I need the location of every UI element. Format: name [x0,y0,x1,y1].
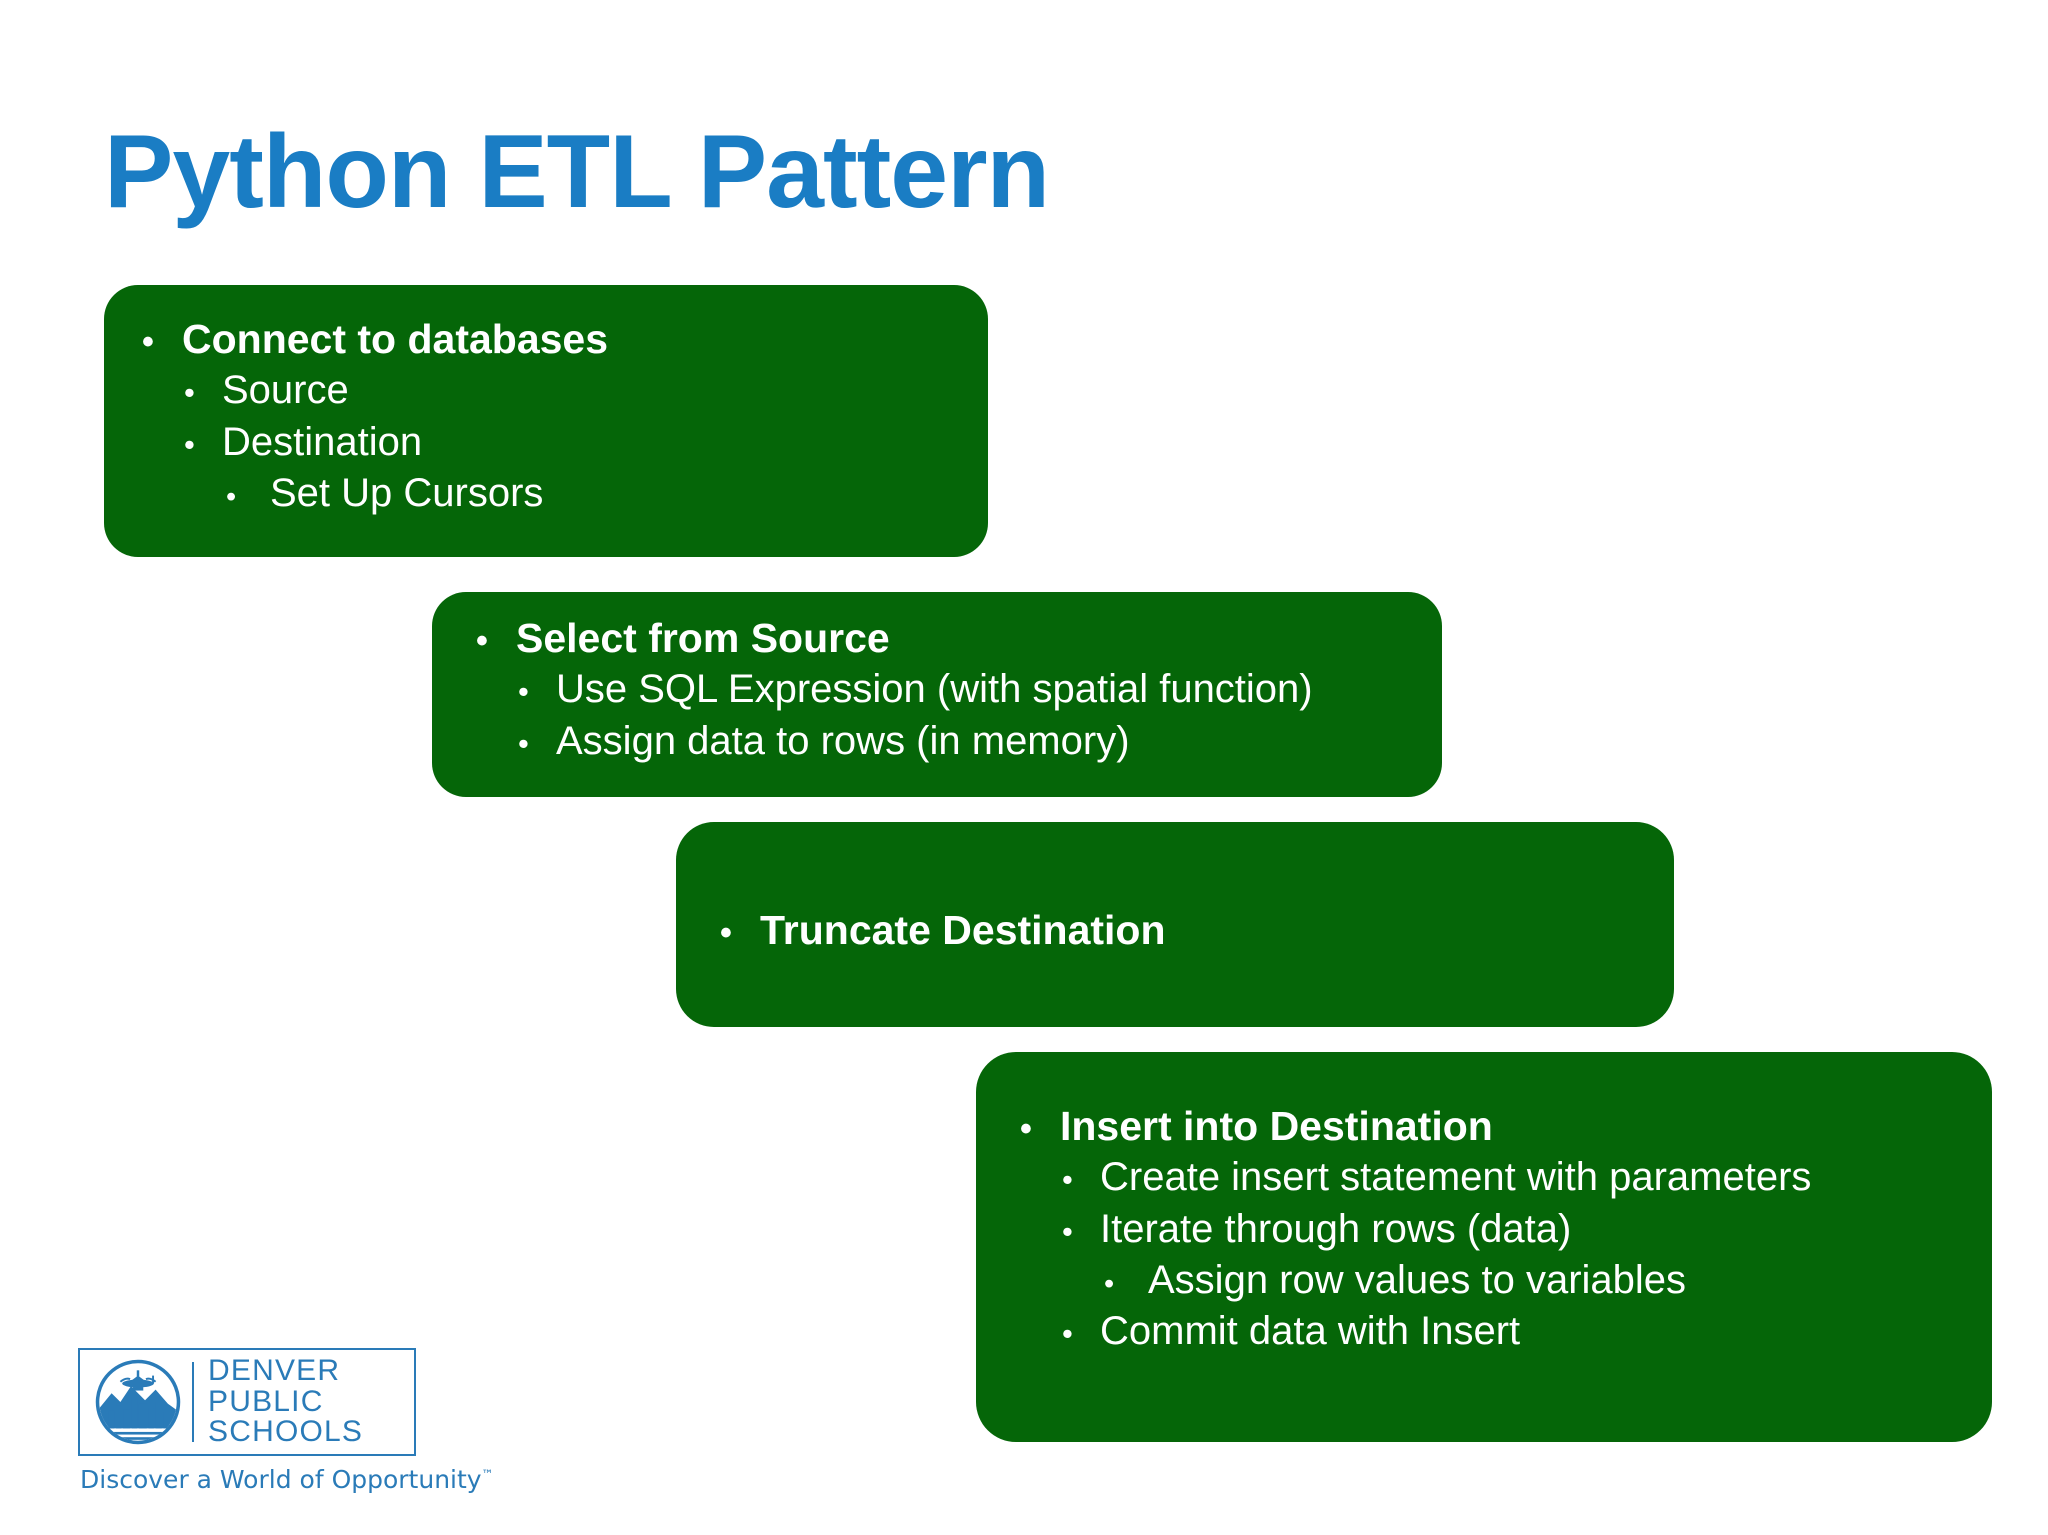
box-content: • Insert into Destination • Create inser… [1004,1100,1992,1357]
etl-step-box-connect-to-databases[interactable]: • Connect to databases • Source • Destin… [104,285,988,557]
bullet-item: • Set Up Cursors [126,468,988,519]
bullet-item: • Assign row values to variables [1004,1255,1992,1306]
logo-tagline: Discover a World of Opportunity™ [78,1465,494,1494]
denver-public-schools-logo: DENVER PUBLIC SCHOOLS Discover a World o… [78,1348,494,1494]
etl-step-box-select-from-source[interactable]: • Select from Source • Use SQL Expressio… [432,592,1442,797]
bullet-dot-icon: • [720,914,732,952]
box-content: • Connect to databases • Source • Destin… [126,313,988,519]
bullet-item: • Assign data to rows (in memory) [460,716,1442,767]
logo-line-schools: SCHOOLS [208,1415,364,1449]
logo-line-denver: DENVER [208,1354,341,1388]
logo-divider [192,1362,194,1442]
bullet-dot-icon: • [1062,1316,1073,1352]
bullet-dot-icon: • [1020,1110,1032,1148]
bullet-item: • Select from Source [460,612,1442,664]
bullet-dot-icon: • [142,323,154,361]
bullet-label: Commit data with Insert [1100,1309,1521,1354]
bullet-dot-icon: • [226,480,237,513]
bullet-label: Destination [222,419,423,464]
bullet-label: Assign row values to variables [1148,1257,1687,1302]
logo-line-public: PUBLIC [208,1384,324,1418]
logo-wordmark: DENVER PUBLIC SCHOOLS [208,1356,404,1448]
bullet-label: Source [222,368,349,413]
bullet-item: • Insert into Destination [1004,1100,1992,1152]
bullet-item: • Use SQL Expression (with spatial funct… [460,664,1442,715]
bullet-dot-icon: • [476,622,488,660]
page-title: Python ETL Pattern [104,114,1050,230]
bullet-label: Assign data to rows (in memory) [556,718,1130,763]
bullet-item: • Destination [126,417,988,468]
bullet-dot-icon: • [184,426,195,462]
bullet-dot-icon: • [518,674,529,710]
bullet-item: • Create insert statement with parameter… [1004,1152,1992,1203]
bullet-item: • Commit data with Insert [1004,1306,1992,1357]
bullet-label: Select from Source [516,615,890,661]
bullet-label: Create insert statement with parameters [1100,1155,1812,1200]
bullet-dot-icon: • [518,725,529,761]
trademark-symbol: ™ [481,1467,494,1482]
bullet-label: Set Up Cursors [270,470,544,515]
bullet-item: • Truncate Destination [704,904,1674,956]
bullet-label: Truncate Destination [760,907,1166,953]
box-content: • Truncate Destination [704,904,1674,956]
box-content: • Select from Source • Use SQL Expressio… [460,612,1442,767]
etl-step-box-insert-into-destination[interactable]: • Insert into Destination • Create inser… [976,1052,1992,1442]
bullet-dot-icon: • [1104,1267,1115,1300]
etl-step-box-truncate-destination[interactable]: • Truncate Destination [676,822,1674,1027]
bullet-label: Insert into Destination [1060,1103,1493,1149]
denver-skyline-mountains-icon [94,1358,182,1446]
logo-tagline-text: Discover a World of Opportunity [80,1465,482,1494]
logo-frame: DENVER PUBLIC SCHOOLS [78,1348,416,1456]
bullet-item: • Connect to databases [126,313,988,365]
bullet-label: Connect to databases [182,316,609,362]
bullet-label: Use SQL Expression (with spatial functio… [556,667,1313,712]
bullet-item: • Source [126,365,988,416]
bullet-dot-icon: • [184,375,195,411]
bullet-label: Iterate through rows (data) [1100,1206,1572,1251]
bullet-dot-icon: • [1062,1162,1073,1198]
bullet-dot-icon: • [1062,1213,1073,1249]
bullet-item: • Iterate through rows (data) [1004,1204,1992,1255]
